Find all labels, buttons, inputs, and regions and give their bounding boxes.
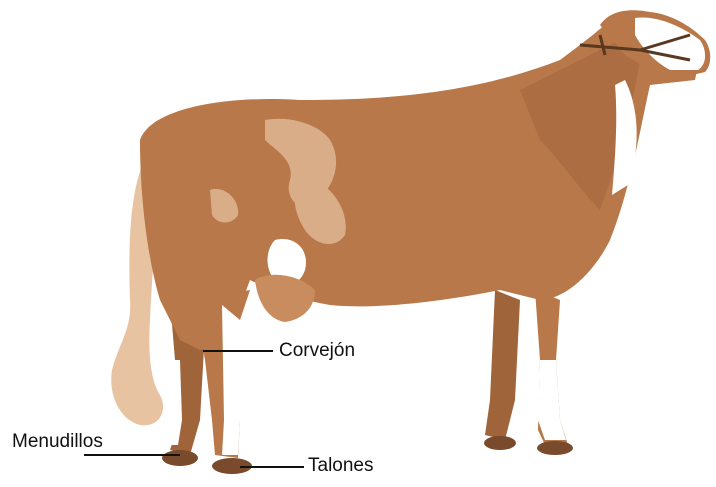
near-hind-leg-white (222, 305, 240, 455)
hock-label: Corvejón (279, 341, 355, 360)
far-front-leg (485, 290, 520, 440)
fetlocks-leader-line (84, 454, 180, 456)
near-front-leg-white (538, 360, 566, 440)
fetlocks-label: Menudillos (12, 432, 103, 451)
hoof-rear-far (162, 450, 198, 466)
rear-leg-white (165, 360, 182, 445)
heels-label: Talones (308, 456, 374, 475)
hoof-front-near (537, 441, 573, 455)
hock-leader-line (203, 350, 273, 352)
heels-leader-line (240, 466, 304, 468)
hoof-front-far (484, 436, 516, 450)
